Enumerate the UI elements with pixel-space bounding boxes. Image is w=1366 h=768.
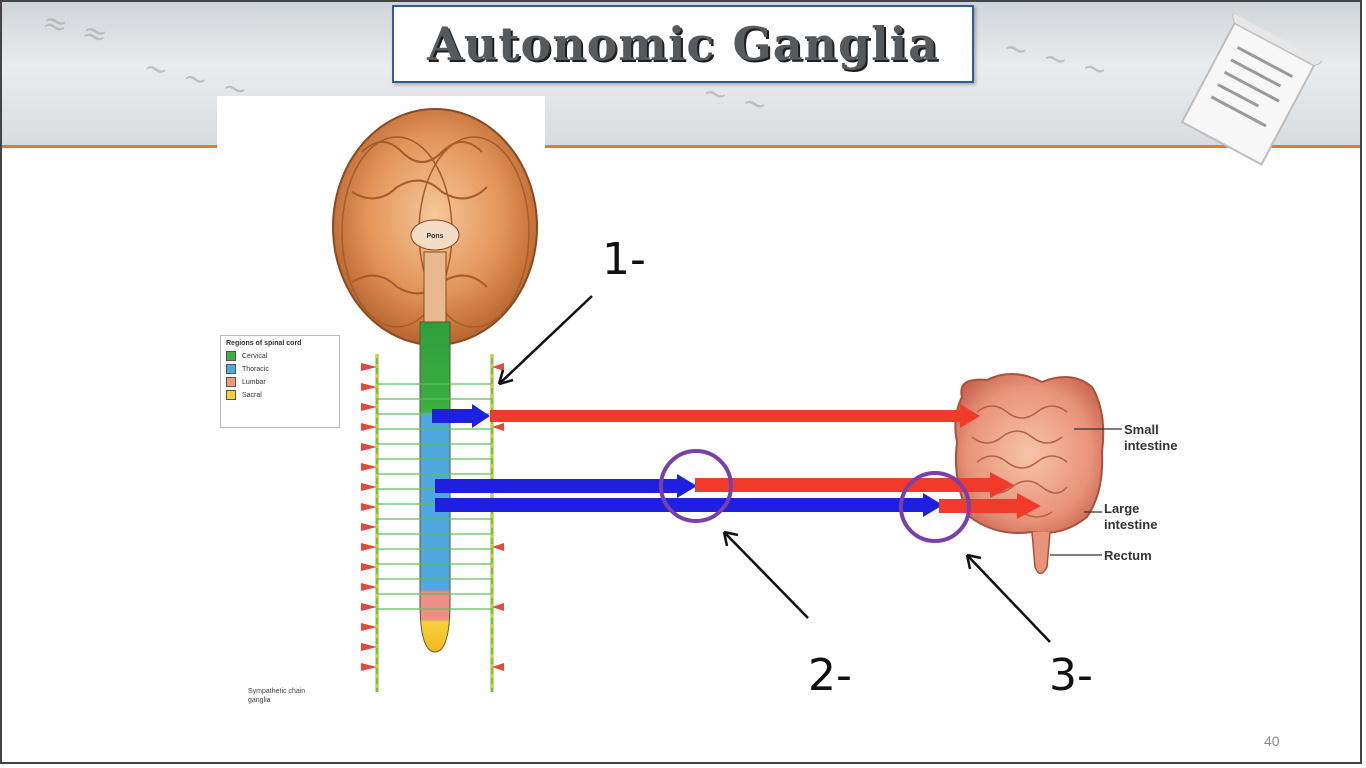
postganglionic-arrowhead: [960, 404, 980, 428]
header-accent-line: [2, 145, 1360, 148]
spinal-nerves: [377, 383, 492, 610]
pointer-arrow-1: [498, 295, 593, 385]
legend-swatch: [226, 390, 236, 400]
legend-label: Sacral: [242, 391, 262, 399]
marker-1: 1-: [602, 234, 646, 285]
postganglionic-fiber: [939, 499, 1017, 513]
preganglionic-fiber: [435, 479, 677, 493]
document-icon: [1180, 11, 1322, 166]
intestine-illustration: [954, 373, 1122, 575]
legend-label: Cervical: [242, 352, 268, 360]
ganglion-circle-2: [659, 449, 733, 523]
postganglionic-fiber: [490, 410, 960, 422]
pathway-2: [435, 472, 1014, 498]
legend-swatch: [226, 377, 236, 387]
pointer-arrow-2: [723, 531, 809, 619]
pointer-arrows: [497, 295, 1051, 643]
preganglionic-arrowhead: [472, 404, 490, 428]
marker-2: 2-: [808, 650, 852, 701]
legend-swatch: [226, 364, 236, 374]
postganglionic-arrowhead: [1017, 493, 1041, 519]
postganglionic-arrowhead: [990, 472, 1014, 498]
preganglionic-fiber: [435, 498, 923, 512]
sympathetic-chain-left: [361, 354, 379, 692]
preganglionic-fiber: [432, 409, 472, 423]
slide-title: Autonomic Ganglia: [427, 17, 939, 71]
legend-item: Lumbar: [226, 377, 334, 387]
label-rectum: Rectum: [1104, 548, 1152, 563]
postganglionic-fiber: [695, 478, 990, 492]
label-large-intestine: Large intestine: [1104, 501, 1158, 532]
pathway-1: [432, 404, 980, 428]
legend-swatch: [226, 351, 236, 361]
marker-3: 3-: [1049, 650, 1093, 701]
legend-item: Sacral: [226, 390, 334, 400]
legend-title: Regions of spinal cord: [226, 340, 302, 347]
page-number: 40: [1264, 733, 1280, 749]
preganglionic-arrowhead: [923, 493, 943, 517]
legend-item: Cervical: [226, 351, 334, 361]
legend-item: Thoracic: [226, 364, 334, 374]
pointer-arrow-3: [966, 554, 1051, 643]
legend-label: Thoracic: [242, 365, 269, 373]
label-sympathetic-chain: Sympathetic chain ganglia: [248, 688, 306, 704]
pons-label: Pons: [426, 233, 443, 240]
label-small-intestine: Small intestine: [1124, 422, 1178, 453]
brain-illustration: Pons: [332, 108, 538, 346]
spinal-cord-legend: Regions of spinal cord Cervical Thoracic…: [220, 335, 340, 428]
ganglion-circle-3: [899, 471, 971, 543]
legend-label: Lumbar: [242, 378, 266, 386]
pointer-arrowhead-2: [722, 530, 739, 547]
pathway-3: [435, 493, 1041, 519]
preganglionic-arrowhead: [677, 474, 697, 498]
pointer-arrowhead-1: [497, 369, 514, 386]
sympathetic-chain-right: [490, 354, 504, 692]
pointer-arrowhead-3: [965, 553, 982, 570]
title-box: Autonomic Ganglia: [392, 5, 974, 83]
